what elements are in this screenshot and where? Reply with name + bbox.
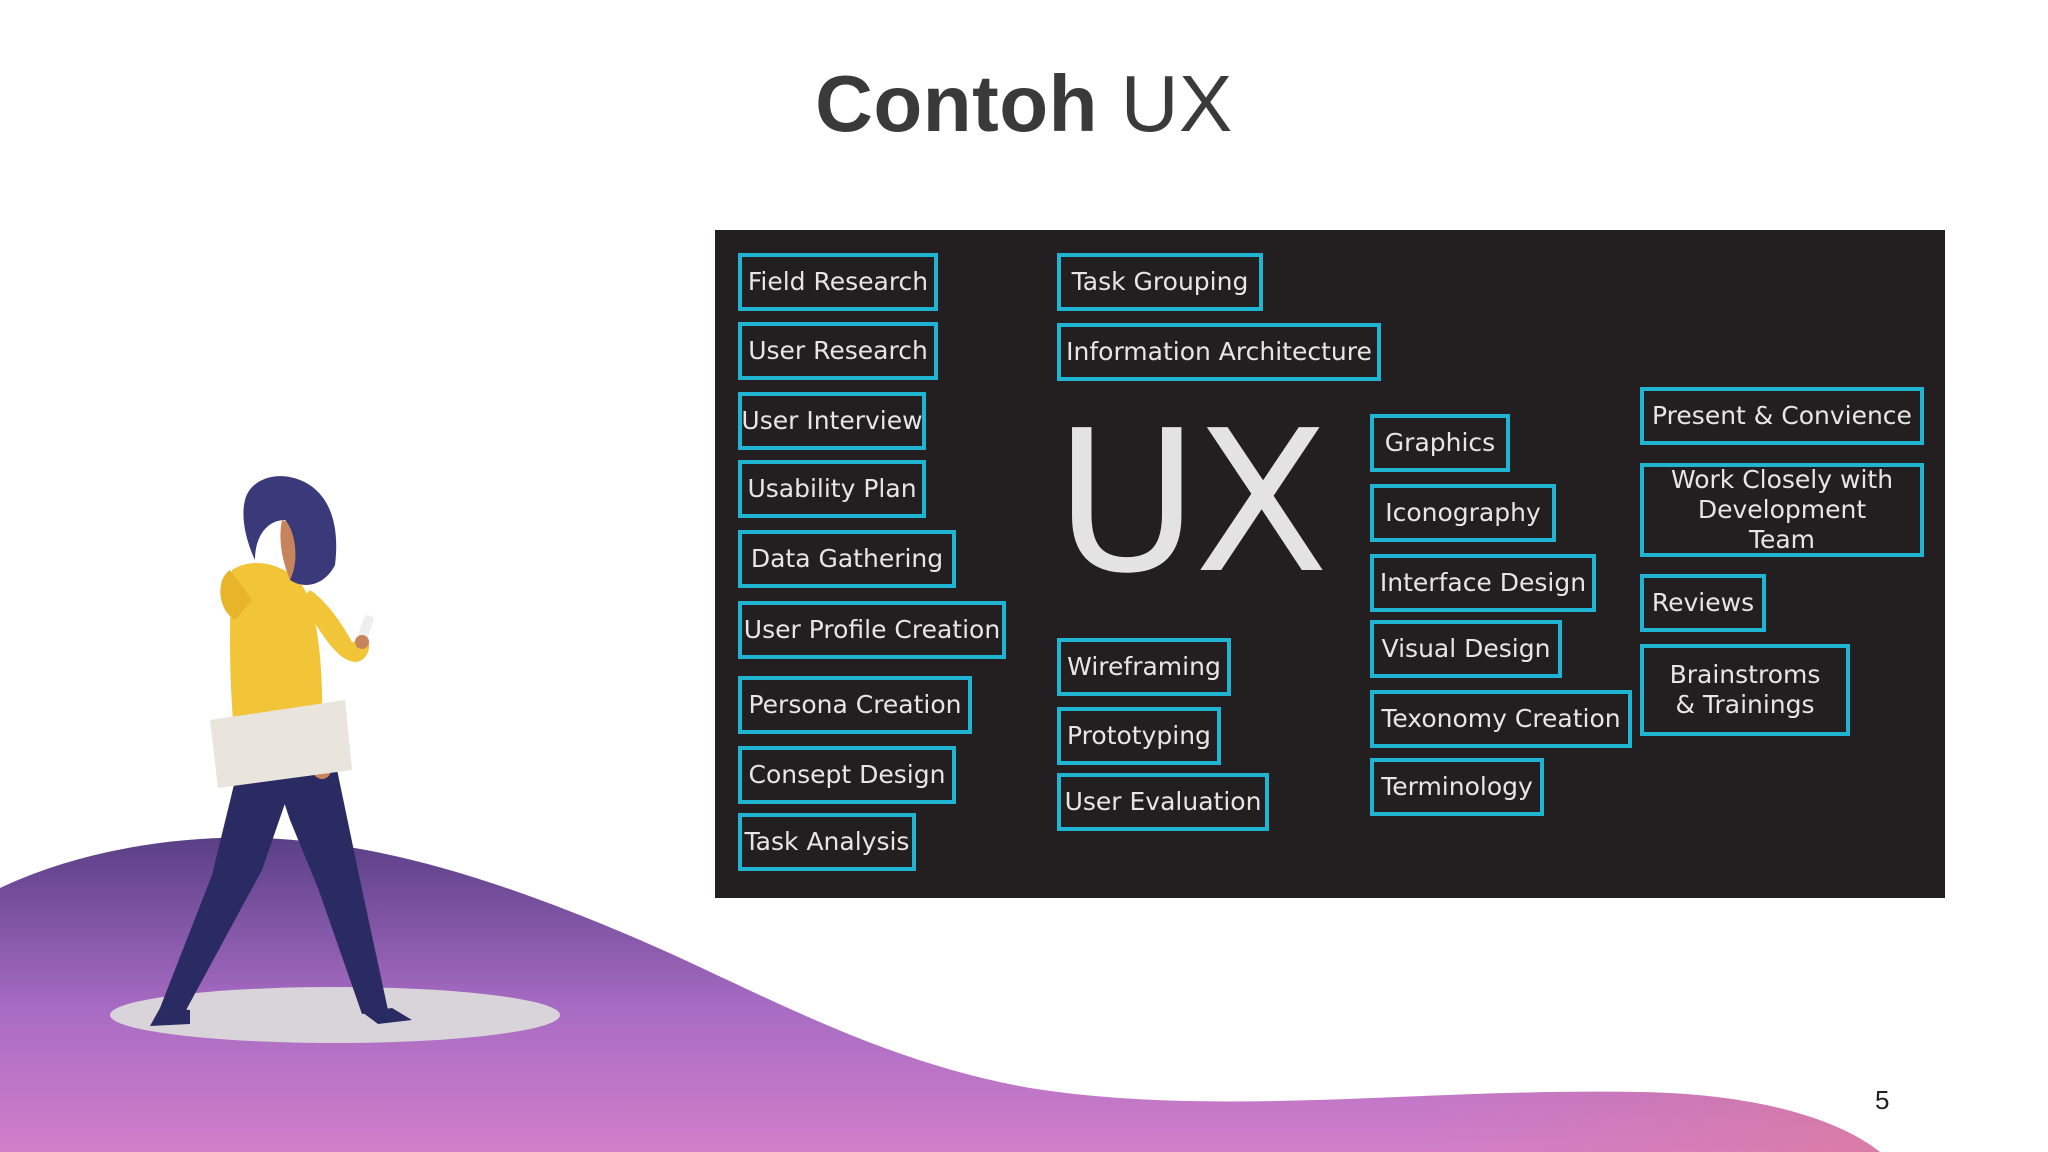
title-light: UX — [1120, 59, 1233, 148]
tag-information-architecture: Information Architecture — [1057, 323, 1381, 381]
tag-texonomy-creation: Texonomy Creation — [1370, 690, 1632, 748]
tag-user-evaluation: User Evaluation — [1057, 773, 1269, 831]
tag-reviews: Reviews — [1640, 574, 1766, 632]
tag-user-profile-creation: User Profile Creation — [738, 601, 1006, 659]
tag-task-grouping: Task Grouping — [1057, 253, 1263, 311]
slide-title: Contoh UX — [0, 58, 2048, 150]
tag-persona-creation: Persona Creation — [738, 676, 972, 734]
tag-graphics: Graphics — [1370, 414, 1510, 472]
tag-user-research: User Research — [738, 322, 938, 380]
tag-task-analysis: Task Analysis — [738, 813, 916, 871]
tag-brainstroms-trainings: Brainstroms & Trainings — [1640, 644, 1850, 736]
tag-wireframing: Wireframing — [1057, 638, 1231, 696]
title-bold: Contoh — [815, 59, 1098, 148]
tag-visual-design: Visual Design — [1370, 620, 1562, 678]
tag-interface-design: Interface Design — [1370, 554, 1596, 612]
ux-diagram-panel: UX Field Research User Research User Int… — [715, 230, 1945, 898]
tag-consept-design: Consept Design — [738, 746, 956, 804]
tag-user-interview: User Interview — [738, 392, 926, 450]
ux-center-text: UX — [1055, 389, 1329, 617]
tag-prototyping: Prototyping — [1057, 707, 1221, 765]
tag-data-gathering: Data Gathering — [738, 530, 956, 588]
tag-terminology: Terminology — [1370, 758, 1544, 816]
tag-work-closely-with-development-team: Work Closely with Development Team — [1640, 463, 1924, 557]
tag-iconography: Iconography — [1370, 484, 1556, 542]
tag-usability-plan: Usability Plan — [738, 460, 926, 518]
tag-present-convience: Present & Convience — [1640, 387, 1924, 445]
page-number: 5 — [1875, 1085, 1890, 1115]
tag-field-research: Field Research — [738, 253, 938, 311]
